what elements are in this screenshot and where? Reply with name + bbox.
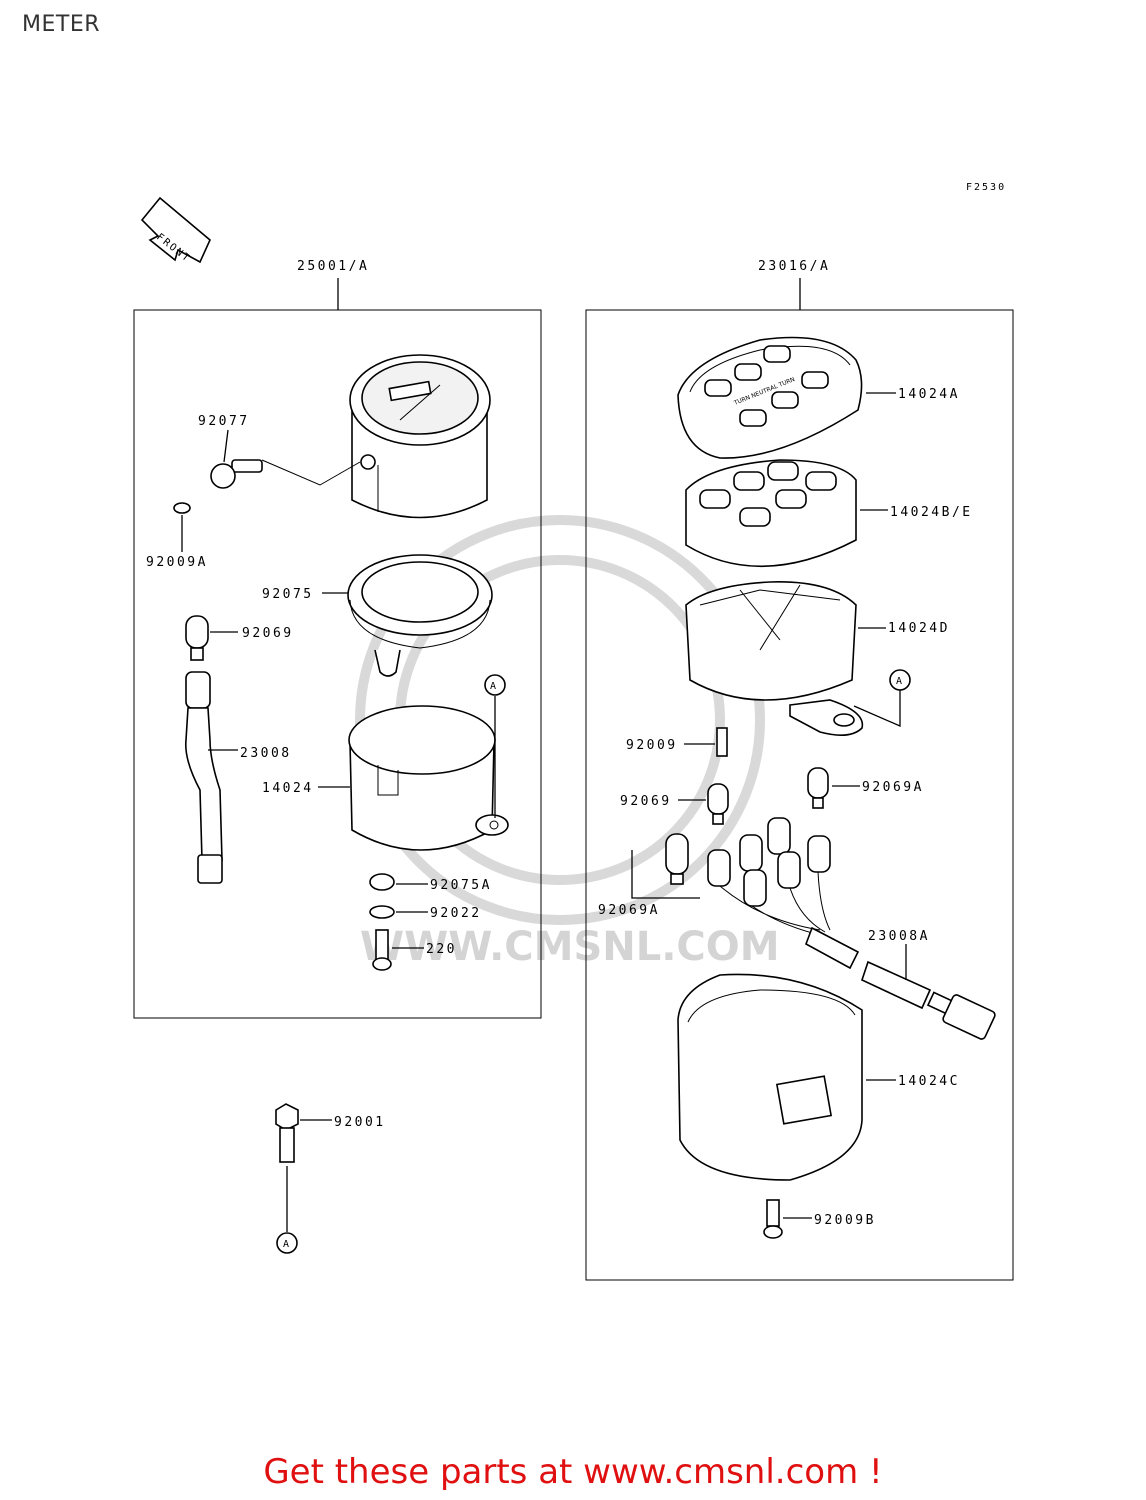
callout-92069-left: 92069 bbox=[242, 626, 294, 641]
callout-92069-right: 92069 bbox=[620, 794, 672, 809]
housing-14024be-part: 14024B/E bbox=[685, 459, 973, 568]
ref-a-right-box: A bbox=[853, 669, 911, 727]
svg-text:A: A bbox=[896, 676, 904, 687]
callout-92009: 92009 bbox=[626, 738, 678, 753]
callout-92022: 92022 bbox=[430, 906, 482, 921]
callout-14024c: 14024C bbox=[898, 1074, 960, 1089]
grommet-92075a-part: 92075A bbox=[369, 873, 492, 893]
front-arrow-icon: FRONT bbox=[140, 196, 211, 265]
bulb-92069a-lower-part: 92069A bbox=[598, 833, 700, 918]
svg-text:A: A bbox=[283, 1239, 291, 1250]
callout-23008: 23008 bbox=[240, 746, 292, 761]
indicator-cover-14024a-part: TURN NEUTRAL TURN 14024A bbox=[677, 336, 960, 459]
washer-92022-part: 92022 bbox=[369, 905, 482, 921]
callout-92075: 92075 bbox=[262, 587, 314, 602]
bulb-92069-right-part: 92069 bbox=[620, 783, 729, 825]
page-title: METER bbox=[22, 12, 101, 37]
callout-92069a-top: 92069A bbox=[862, 780, 924, 795]
svg-text:A: A bbox=[490, 681, 498, 692]
ref-a-left-box: A bbox=[484, 674, 506, 818]
callout-92077: 92077 bbox=[198, 414, 250, 429]
callout-92069a-lower: 92069A bbox=[598, 903, 660, 918]
footer-banner[interactable]: Get these parts at www.cmsnl.com ! bbox=[263, 1452, 883, 1492]
meter-case-14024-part: 14024 bbox=[262, 705, 509, 851]
harness-23008a-part: 23008A bbox=[707, 817, 996, 1040]
callout-14024: 14024 bbox=[262, 781, 314, 796]
cable-gear-part: 92077 bbox=[198, 414, 361, 489]
callout-23008a: 23008A bbox=[868, 929, 930, 944]
callout-92075a: 92075A bbox=[430, 878, 492, 893]
callout-14024be: 14024B/E bbox=[890, 505, 973, 520]
callout-220: 220 bbox=[426, 942, 457, 957]
bulb-92069a-top-part: 92069A bbox=[807, 767, 924, 809]
figure-code: F2530 bbox=[966, 182, 1006, 193]
cover-14024c-part: 14024C bbox=[677, 973, 960, 1181]
screw-92009-part: 92009 bbox=[626, 727, 728, 757]
callout-92009b: 92009B bbox=[814, 1213, 876, 1228]
watermark-text: WWW.CMSNL.COM bbox=[360, 924, 780, 970]
callout-14024a: 14024A bbox=[898, 387, 960, 402]
callout-92009a: 92009A bbox=[146, 555, 208, 570]
callout-92001: 92001 bbox=[334, 1115, 386, 1130]
group-label-left: 25001/A bbox=[297, 259, 369, 274]
group-label-right: 23016/A bbox=[758, 259, 830, 274]
harness-23008-part: 23008 bbox=[184, 671, 292, 884]
ring-92075-part: 92075 bbox=[262, 554, 493, 677]
screw-92009a-part: 92009A bbox=[146, 502, 208, 570]
speedometer-part bbox=[349, 354, 491, 519]
screw-92009b-part: 92009B bbox=[763, 1199, 876, 1239]
group-25001: 25001/A bbox=[133, 259, 542, 1019]
bolt-92001-part: 92001 A bbox=[275, 1103, 386, 1254]
exploded-parts-diagram: WWW.CMSNL.COM F2530 FRONT 25001/A 23016/… bbox=[133, 182, 1014, 1281]
callout-14024d: 14024D bbox=[888, 621, 950, 636]
group-23016: 23016/A bbox=[585, 259, 1014, 1281]
bolt-220-part: 220 bbox=[372, 929, 457, 971]
base-14024d-part: 14024D bbox=[685, 581, 950, 736]
bulb-92069-part: 92069 bbox=[185, 615, 294, 661]
